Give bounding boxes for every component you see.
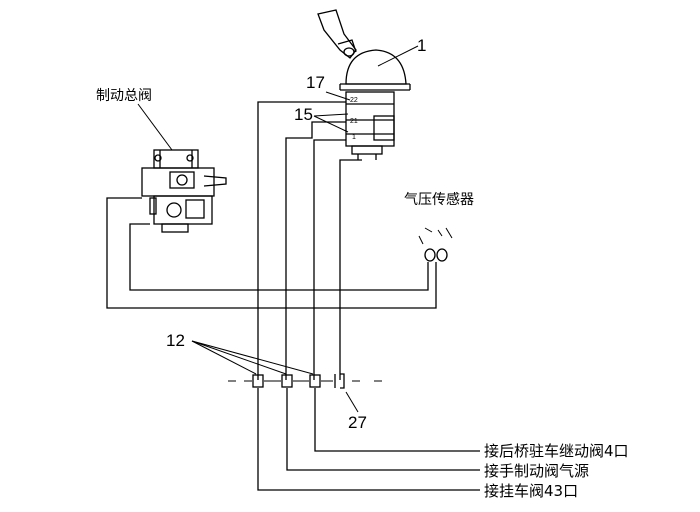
- leader-12-c: [191, 340, 314, 375]
- output-rear-axle-relay-label: 接后桥驻车继动阀4口: [484, 442, 629, 460]
- connector-27-plug: [334, 373, 345, 389]
- leader-brake-master-valve: [137, 103, 173, 151]
- leader-15-b: [313, 115, 349, 133]
- callout-15: 15: [294, 105, 313, 124]
- callout-1: 1: [417, 36, 426, 55]
- leader-12-a: [191, 340, 257, 375]
- brake-master-valve-label: 制动总阀: [96, 88, 152, 104]
- valve-handle: [317, 9, 357, 59]
- air-pressure-sensor-label: 气压传感器: [404, 191, 474, 208]
- output-hand-brake-source-label: 接手制动阀气源: [484, 462, 589, 480]
- brake-master-valve: [141, 149, 227, 233]
- valve-dome: [345, 49, 407, 85]
- leader-15-a: [313, 113, 349, 117]
- output-trailer-valve-label: 接挂车阀43口: [484, 482, 578, 500]
- leader-12-b: [191, 340, 287, 375]
- callout-17: 17: [306, 73, 325, 92]
- leader-17: [325, 91, 351, 101]
- connector-a: [252, 374, 264, 388]
- pipe-lines: [106, 101, 480, 491]
- air-pressure-sensor: [418, 227, 453, 262]
- callout-12: 12: [166, 331, 185, 350]
- port-1-label: 1: [352, 134, 356, 141]
- port-21-label: 21: [350, 118, 358, 125]
- port-22-label: 22: [350, 97, 358, 104]
- leader-1: [377, 45, 419, 67]
- hand-brake-valve: 22 21 1: [317, 9, 411, 160]
- leader-27: [345, 391, 359, 413]
- connector-c: [309, 374, 321, 388]
- callout-27: 27: [348, 413, 367, 432]
- connector-b: [281, 374, 293, 388]
